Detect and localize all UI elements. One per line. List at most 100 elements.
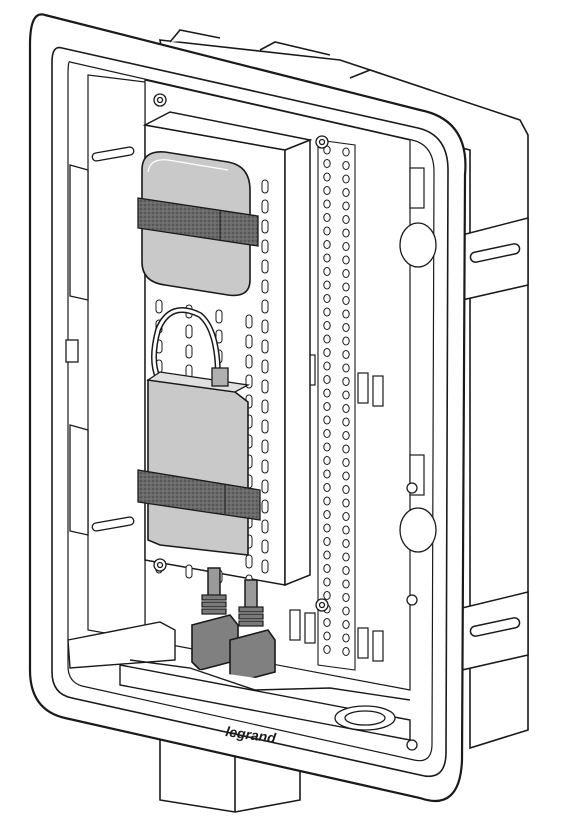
rail-hole xyxy=(342,525,350,535)
plate-slot xyxy=(261,239,269,254)
rail-hole xyxy=(323,631,331,641)
rail-hole xyxy=(323,469,331,479)
rail-hole xyxy=(342,458,350,467)
rail-hole xyxy=(342,431,350,440)
plate-slot xyxy=(261,439,269,454)
rail-holes xyxy=(323,145,350,656)
rail-hole xyxy=(342,620,350,629)
plate-slot xyxy=(261,399,269,414)
plate-slot xyxy=(261,519,269,534)
rail-hole xyxy=(342,498,350,508)
rail-hole xyxy=(342,512,350,521)
plate-slot xyxy=(261,419,269,434)
plate-slot xyxy=(215,309,223,324)
rail-hole xyxy=(323,240,331,249)
plate-slot xyxy=(185,344,193,359)
enclosure-back-body xyxy=(159,29,529,750)
rail-hole xyxy=(342,215,350,224)
rail-hole xyxy=(342,539,350,548)
rail-hole xyxy=(342,161,350,170)
plate-slot xyxy=(261,179,269,194)
rail-hole xyxy=(323,618,331,627)
rail-hole xyxy=(323,280,331,290)
rail-hole xyxy=(323,577,331,587)
rail-hole xyxy=(323,294,331,303)
plate-slot xyxy=(245,334,253,349)
plate-slot xyxy=(261,499,269,514)
rail-hole xyxy=(323,199,331,209)
plate-slot xyxy=(261,219,269,234)
plate-slot xyxy=(261,479,269,494)
plate-slot xyxy=(245,314,253,329)
plugs xyxy=(191,614,276,683)
plate-slot xyxy=(245,554,253,569)
rail-hole xyxy=(323,496,331,506)
cord-strain-reliefs xyxy=(201,594,264,627)
rail-hole xyxy=(342,255,350,265)
rail-hole xyxy=(323,334,331,344)
plate-slot xyxy=(185,564,193,579)
brand-logo: legrand xyxy=(225,723,278,746)
power-supply-unit xyxy=(146,367,251,556)
rail-hole xyxy=(342,566,350,575)
rail-hole xyxy=(323,456,331,465)
rail-hole xyxy=(323,253,331,263)
plate-slot xyxy=(261,319,269,334)
rail-hole xyxy=(342,647,350,656)
plate-slot xyxy=(261,199,269,214)
rail-hole xyxy=(323,375,331,384)
rail-hole xyxy=(323,172,331,182)
rail-hole xyxy=(323,159,331,168)
rail-hole xyxy=(342,350,350,359)
plate-slot xyxy=(261,559,269,574)
rail-hole xyxy=(323,564,331,573)
rail-hole xyxy=(323,429,331,438)
rail-hole xyxy=(323,388,331,398)
rail-hole xyxy=(323,267,331,276)
plate-slot xyxy=(261,299,269,314)
rail-hole xyxy=(323,442,331,452)
rail-hole xyxy=(323,213,331,222)
left-side-slots xyxy=(65,146,135,536)
knockout-circles xyxy=(399,222,437,553)
rail-hole xyxy=(342,390,350,400)
rail-hole xyxy=(342,485,350,494)
rail-hole xyxy=(323,550,331,560)
rail-hole xyxy=(342,579,350,589)
bottom-knockout xyxy=(334,705,396,731)
plate-slot xyxy=(261,339,269,354)
rail-hole xyxy=(342,309,350,319)
rail-hole xyxy=(323,402,331,411)
plate-slot xyxy=(261,539,269,554)
rail-hole xyxy=(342,363,350,373)
rail-hole xyxy=(323,415,331,425)
rail-hole xyxy=(323,523,331,533)
rail-hole xyxy=(342,228,350,238)
rail-hole xyxy=(342,282,350,292)
lower-velcro-strap xyxy=(137,469,261,521)
plate-slot xyxy=(261,359,269,374)
rail-hole xyxy=(342,417,350,427)
plate-slot xyxy=(261,459,269,474)
plate-slot xyxy=(261,379,269,394)
rail-hole xyxy=(342,147,350,157)
upper-velcro-strap xyxy=(137,197,259,247)
rail-hole xyxy=(342,552,350,562)
rail-hole xyxy=(342,633,350,643)
plate-slot xyxy=(261,259,269,274)
rail-hole xyxy=(342,201,350,211)
rail-hole xyxy=(323,321,331,330)
rail-hole xyxy=(323,645,331,654)
rail-hole xyxy=(323,226,331,236)
rail-hole xyxy=(342,336,350,346)
rail-hole xyxy=(342,269,350,278)
rail-hole xyxy=(342,174,350,184)
rail-hole xyxy=(342,606,350,616)
mounting-screws xyxy=(153,93,418,751)
rail-hole xyxy=(342,188,350,197)
rail-hole xyxy=(323,361,331,371)
rail-hole xyxy=(323,537,331,546)
rail-hole xyxy=(323,186,331,195)
